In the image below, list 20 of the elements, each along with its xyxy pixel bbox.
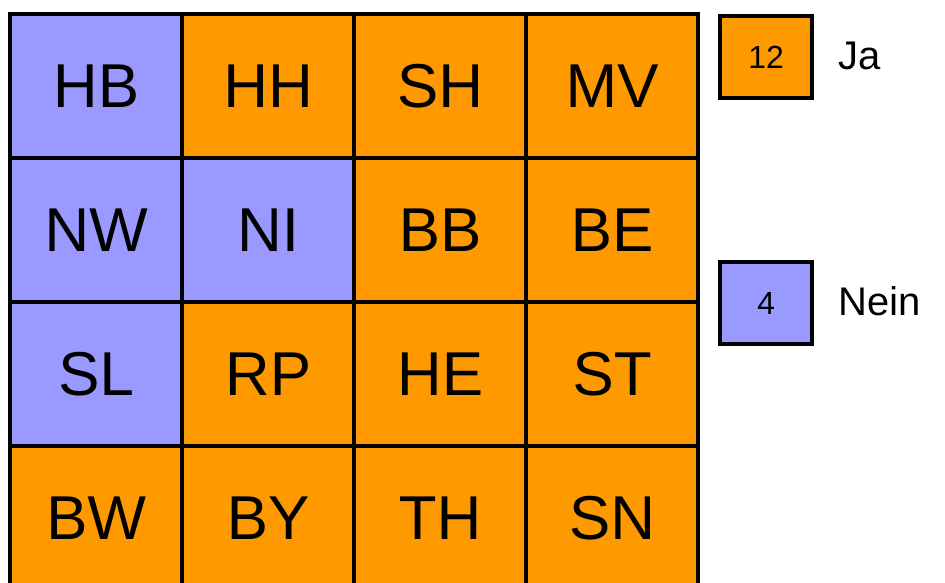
legend-label: Nein: [838, 280, 920, 325]
state-code: BB: [398, 194, 482, 266]
state-code: SH: [396, 50, 484, 122]
state-code: SL: [58, 338, 134, 410]
state-code: HH: [223, 50, 313, 122]
state-code: NI: [237, 194, 299, 266]
state-code: HB: [52, 50, 140, 122]
state-code: MV: [566, 50, 658, 122]
state-code: BY: [226, 482, 310, 554]
state-code: RP: [224, 338, 312, 410]
state-code: NW: [44, 194, 148, 266]
state-code: BE: [570, 194, 654, 266]
state-code: TH: [398, 482, 482, 554]
state-code: ST: [572, 338, 652, 410]
count-value: 4: [757, 284, 775, 322]
legend-label: Ja: [838, 34, 880, 79]
state-code: BW: [46, 482, 146, 554]
state-code: SN: [568, 482, 656, 554]
count-value: 12: [748, 38, 784, 76]
state-code: HE: [396, 338, 484, 410]
